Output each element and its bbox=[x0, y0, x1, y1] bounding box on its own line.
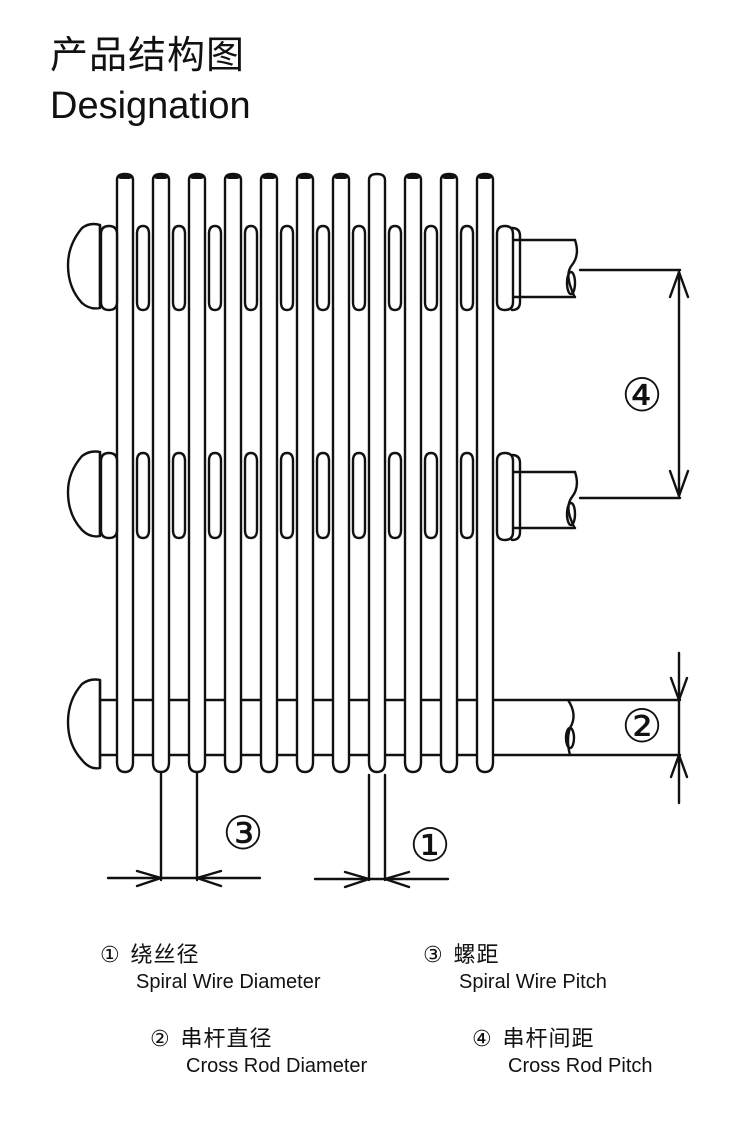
page-title-english: Designation bbox=[50, 85, 251, 127]
legend-label-cn: 螺距 bbox=[453, 943, 500, 968]
legend-label-cn: 串杆直径 bbox=[180, 1027, 273, 1052]
dimension-spiral-wire-pitch bbox=[106, 770, 262, 888]
callout-cross-rod-pitch: ④ bbox=[621, 368, 662, 422]
spiral-wire-loops bbox=[99, 224, 515, 542]
legend-number: ③ bbox=[423, 943, 443, 968]
legend-number: ④ bbox=[472, 1027, 492, 1052]
legend-number: ① bbox=[100, 943, 120, 968]
legend-label-en: Cross Rod Diameter bbox=[186, 1055, 368, 1077]
legend-label-en: Spiral Wire Diameter bbox=[136, 971, 321, 993]
dimension-cross-rod-pitch bbox=[578, 268, 690, 500]
legend-item-cross-rod-diameter: ② 串杆直径 Cross Rod Diameter bbox=[150, 1021, 367, 1078]
dimension-cross-rod-diameter bbox=[669, 651, 689, 805]
legend-label-en: Spiral Wire Pitch bbox=[459, 971, 607, 993]
callout-spiral-wire-diameter: ① bbox=[409, 818, 450, 872]
legend-item-cross-rod-pitch: ④ 串杆间距 Cross Rod Pitch bbox=[472, 1021, 653, 1078]
legend-item-spiral-wire-pitch: ③ 螺距 Spiral Wire Pitch bbox=[423, 937, 607, 994]
legend-label-cn: 绕丝径 bbox=[130, 943, 200, 968]
legend-number: ② bbox=[150, 1027, 170, 1052]
spiral-wires-front bbox=[115, 172, 495, 774]
callout-spiral-wire-pitch: ③ bbox=[222, 806, 263, 860]
cross-rod-1 bbox=[66, 222, 579, 312]
page-title-chinese: 产品结构图 bbox=[50, 33, 246, 77]
legend-label-cn: 串杆间距 bbox=[502, 1027, 595, 1052]
wire-top-caps bbox=[118, 174, 492, 179]
legend-item-spiral-wire-diameter: ① 绕丝径 Spiral Wire Diameter bbox=[100, 937, 320, 994]
dimension-spiral-wire-diameter bbox=[313, 773, 450, 889]
legend-label-en: Cross Rod Pitch bbox=[508, 1055, 653, 1077]
callout-cross-rod-diameter: ② bbox=[621, 699, 662, 753]
